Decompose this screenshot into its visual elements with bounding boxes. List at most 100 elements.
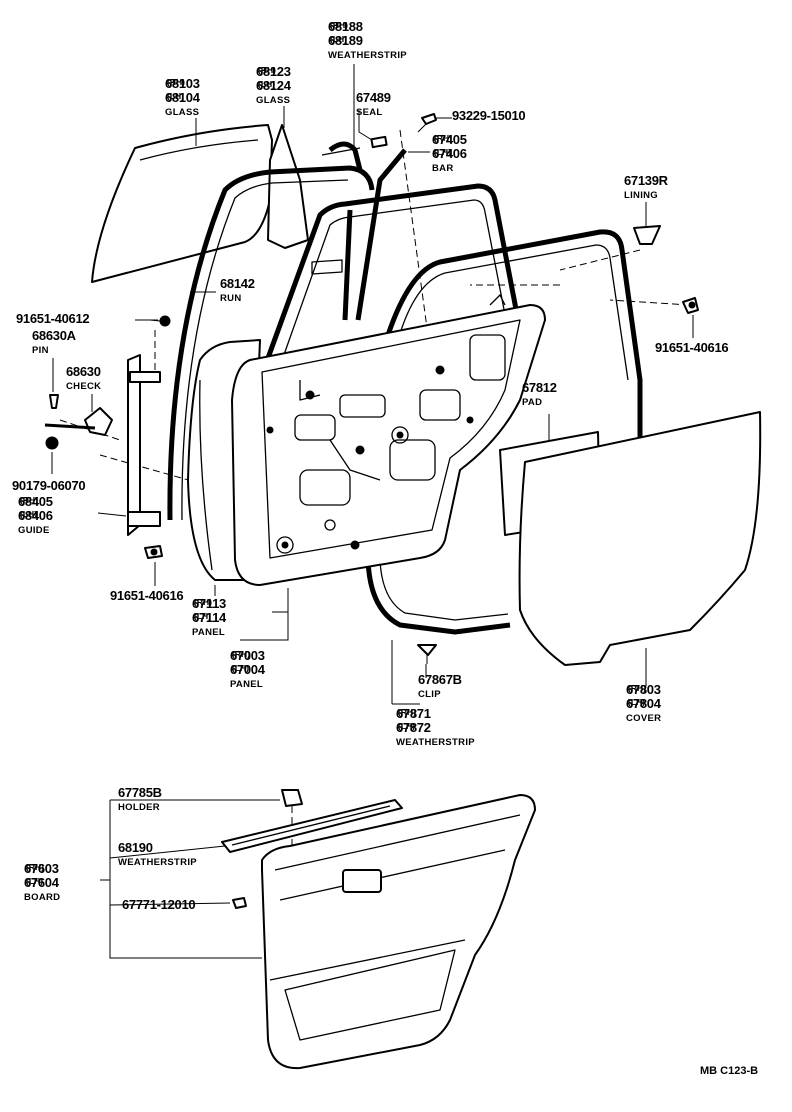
part-number: 67803 xyxy=(626,682,661,697)
division-bar xyxy=(355,148,407,321)
part-number: 67867B xyxy=(418,672,462,687)
label-clip-board: 67771-12010 xyxy=(122,897,196,912)
side-suffix: (RH) xyxy=(628,683,646,693)
part-name: LINING xyxy=(624,190,658,201)
side-suffix: (RH) xyxy=(167,77,185,87)
upper-weatherstrip xyxy=(328,141,363,171)
part-name: PIN xyxy=(32,345,49,356)
part-labels: 68188(RH)68189(LH)WEATHERSTRIP68103(RH)6… xyxy=(12,19,729,912)
part-number: 68630 xyxy=(66,364,101,379)
side-suffix: (RH) xyxy=(330,20,348,30)
nut-part xyxy=(45,436,59,450)
part-name: WEATHERSTRIP xyxy=(328,50,407,61)
part-number: 67405 xyxy=(432,132,467,147)
side-suffix: (LH) xyxy=(20,509,37,519)
label-bolt-right: 91651-40616 xyxy=(655,340,729,355)
part-number: 68103 xyxy=(165,76,200,91)
part-name: HOLDER xyxy=(118,802,160,813)
side-suffix: (LH) xyxy=(232,663,249,673)
part-number: 67872 xyxy=(396,720,431,735)
side-suffix: (LH) xyxy=(434,147,451,157)
part-name: PAD xyxy=(522,397,542,408)
clip-part xyxy=(417,644,437,656)
side-suffix: (LH) xyxy=(628,697,645,707)
bolt-upper-left xyxy=(149,315,171,327)
part-number: 67113 xyxy=(192,596,226,611)
side-suffix: (RH) xyxy=(20,495,38,505)
part-number: 90179-06070 xyxy=(12,478,85,493)
part-name: RUN xyxy=(220,293,241,304)
side-suffix: (LH) xyxy=(398,721,415,731)
label-screw-top: 93229-15010 xyxy=(452,108,526,123)
part-name: GUIDE xyxy=(18,525,50,536)
side-suffix: (LH) xyxy=(26,876,43,886)
part-number: 67871 xyxy=(396,706,431,721)
top-screw xyxy=(421,113,437,125)
label-bolt-upper-left: 91651-40612 xyxy=(16,311,90,326)
label-glass-main: 68123(RH)68124(LH)GLASS xyxy=(256,64,292,106)
part-number: 68104 xyxy=(165,90,201,105)
part-number: 67812 xyxy=(522,380,557,395)
check-pin xyxy=(49,394,59,409)
part-number: 68188 xyxy=(328,19,363,34)
belt-weatherstrip xyxy=(221,799,403,853)
leader-lines xyxy=(51,64,694,959)
part-number: 68406 xyxy=(18,508,53,523)
cover-sheet xyxy=(518,411,762,666)
part-number: 68142 xyxy=(220,276,255,291)
door-weatherstrip xyxy=(385,229,643,440)
part-number: 91651-40612 xyxy=(16,311,89,326)
part-name: BAR xyxy=(432,163,453,174)
part-number: 67114 xyxy=(192,610,227,625)
door-check xyxy=(44,407,113,436)
holder-part xyxy=(281,789,303,807)
part-number: 67603 xyxy=(24,861,59,876)
trim-assembly-drawing xyxy=(221,789,536,1070)
label-nut: 90179-06070 xyxy=(12,478,86,493)
bolt-right xyxy=(682,297,699,314)
part-number: 93229-15010 xyxy=(452,108,525,123)
label-glass-quarter: 68103(RH)68104(LH)GLASS xyxy=(165,76,201,118)
part-number: 68190 xyxy=(118,840,153,855)
part-name: WEATHERSTRIP xyxy=(118,857,197,868)
part-number: 67785B xyxy=(118,785,162,800)
door-sash xyxy=(257,183,523,381)
part-name: PANEL xyxy=(230,679,263,690)
part-name: CLIP xyxy=(418,689,441,700)
part-name: CHECK xyxy=(66,381,101,392)
label-bar: 67405(RH)67406(LH)BAR xyxy=(432,132,467,174)
part-number: 91651-40616 xyxy=(655,340,728,355)
part-number: 67771-12010 xyxy=(122,897,195,912)
label-weatherstrip-upper: 68188(RH)68189(LH)WEATHERSTRIP xyxy=(328,19,407,61)
part-number: 91651-40616 xyxy=(110,588,183,603)
label-board: 67603(RH)67604(LH)BOARD xyxy=(24,861,60,903)
part-number: 67003 xyxy=(230,648,265,663)
side-suffix: (RH) xyxy=(434,133,452,143)
bolt-lower-left xyxy=(144,545,163,559)
label-holder: 67785B HOLDER xyxy=(118,785,162,813)
part-number: 67139R xyxy=(624,173,669,188)
part-number: 67004 xyxy=(230,662,266,677)
label-panel-outer: 67003(RH)67004(LH)PANEL xyxy=(230,648,266,690)
reference-code: MB C123-B xyxy=(700,1065,758,1077)
lining-part xyxy=(633,225,661,245)
side-suffix: (RH) xyxy=(398,707,416,717)
seal-part xyxy=(370,135,388,149)
part-name: GLASS xyxy=(256,95,290,106)
label-guide: 68405(RH) 68406(LH) GUIDE xyxy=(18,494,53,536)
part-number: 68405 xyxy=(18,494,53,509)
inner-panel-holes xyxy=(266,294,506,554)
side-suffix: (RH) xyxy=(258,65,276,75)
part-number: 68630A xyxy=(32,328,77,343)
part-name: BOARD xyxy=(24,892,60,903)
label-clip: 67867B CLIP xyxy=(418,672,462,700)
part-number: 68124 xyxy=(256,78,292,93)
part-name: WEATHERSTRIP xyxy=(396,737,475,748)
label-lining: 67139R LINING xyxy=(624,173,669,201)
side-suffix: (LH) xyxy=(330,34,347,44)
